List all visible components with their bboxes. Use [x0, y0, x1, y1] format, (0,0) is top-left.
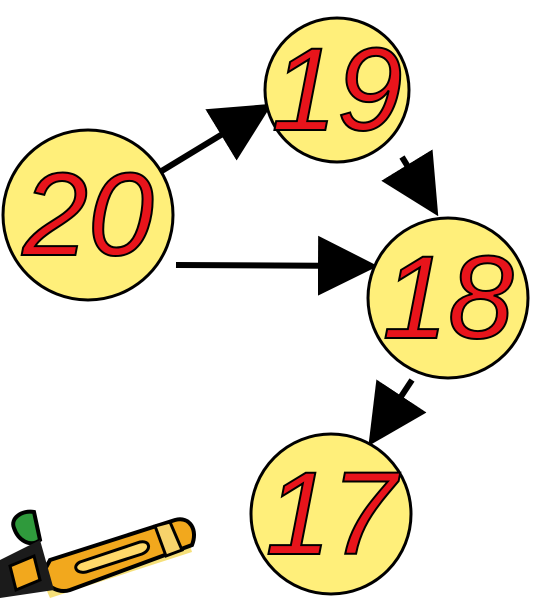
node-20-label: 20 [21, 149, 153, 281]
node-19-label: 19 [271, 24, 402, 156]
edge-20-to-18 [176, 265, 366, 266]
node-17: 17 [251, 434, 411, 594]
edge-19-to-18 [402, 157, 432, 206]
node-17-label: 17 [265, 448, 401, 580]
pencil-icon [0, 512, 194, 598]
edge-20-to-19 [160, 110, 262, 172]
node-20: 20 [3, 130, 173, 300]
node-18-label: 18 [382, 232, 513, 364]
edge-18-to-17 [375, 380, 412, 436]
node-19: 19 [265, 18, 409, 162]
node-18: 18 [368, 218, 528, 378]
